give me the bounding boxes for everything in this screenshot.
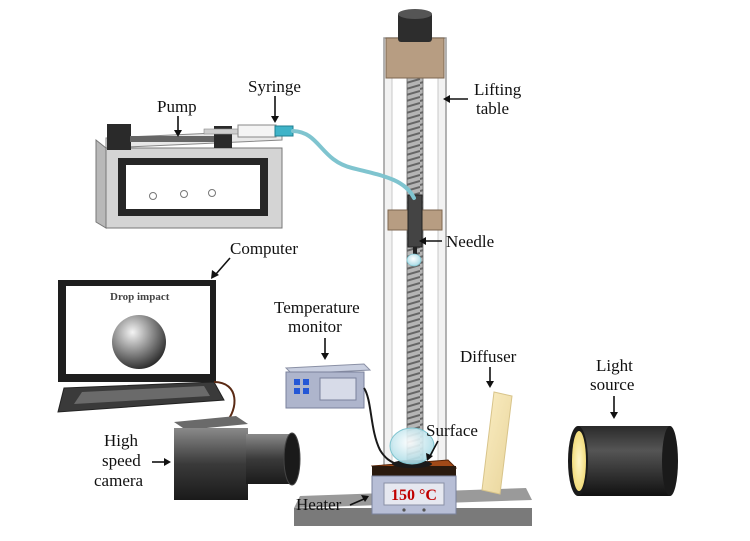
- label-light-source-1: Light: [596, 356, 633, 375]
- pump-button: [149, 192, 157, 200]
- label-needle: Needle: [446, 232, 494, 251]
- label-light-source-2: source: [590, 375, 634, 394]
- light-back: [662, 426, 678, 496]
- arrowhead-computer: [211, 270, 219, 279]
- label-surface: Surface: [426, 421, 478, 440]
- label-temperature-monitor-2: monitor: [288, 317, 342, 336]
- monitor-display: [319, 377, 357, 401]
- camera-body: [174, 428, 248, 500]
- monitor-button: [294, 388, 300, 394]
- light-body: [578, 426, 670, 496]
- high-speed-camera: [174, 416, 301, 500]
- syringe-pump: [95, 124, 283, 229]
- arrowhead-lifting-table: [443, 95, 450, 103]
- arrowhead-heater: [361, 495, 369, 502]
- pump-button: [180, 190, 188, 198]
- syringe-plunger: [203, 128, 243, 135]
- arrowhead-syringe: [271, 116, 279, 123]
- impacting-drop: [389, 427, 435, 465]
- heater-knob: [422, 508, 426, 512]
- label-high-speed-camera-3: camera: [94, 471, 144, 490]
- pump-button: [208, 189, 216, 197]
- label-syringe: Syringe: [248, 77, 301, 96]
- syringe-barrel: [237, 124, 277, 138]
- arrowhead-diffuser: [486, 381, 494, 388]
- laptop-computer: Drop impact: [57, 280, 225, 413]
- label-computer: Computer: [230, 239, 298, 258]
- arrowhead-surface: [426, 453, 433, 461]
- arrowhead-temperature-monitor: [321, 353, 329, 360]
- arrowhead-light-source: [610, 412, 618, 419]
- screen-drop-image: [112, 315, 166, 369]
- heater-display-panel: [383, 482, 445, 506]
- thermocouple-wire: [363, 387, 397, 465]
- diffuser: [481, 391, 513, 495]
- light-source: [568, 426, 678, 496]
- label-pump: Pump: [157, 97, 197, 116]
- needle-tip: [413, 247, 417, 255]
- arrowhead-high-speed-camera: [164, 458, 171, 466]
- light-lens: [572, 431, 586, 491]
- needle-assembly: [406, 194, 423, 267]
- motor-cap-top: [398, 9, 432, 19]
- arrowhead-needle: [419, 237, 426, 245]
- monitor-button: [303, 388, 309, 394]
- heater-plate: [372, 466, 456, 476]
- pump-rail: [130, 136, 220, 142]
- tubing: [291, 129, 416, 200]
- syringe-tip: [274, 125, 294, 137]
- monitor-button: [303, 379, 309, 385]
- pump-pusher-block: [107, 124, 131, 150]
- temperature-monitor: [284, 363, 372, 409]
- motor-cap: [398, 12, 432, 42]
- arrow-computer: [215, 257, 231, 275]
- label-diffuser: Diffuser: [460, 347, 517, 366]
- label-lifting-table-1: Lifting: [474, 80, 522, 99]
- top-block: [385, 37, 445, 79]
- label-high-speed-camera-2: speed: [102, 451, 141, 470]
- camera-top: [174, 416, 248, 430]
- label-heater: Heater: [296, 495, 342, 514]
- lifting-table: [383, 9, 447, 499]
- monitor-button: [294, 379, 300, 385]
- syringe: [203, 124, 294, 138]
- arrowhead-pump: [174, 130, 182, 137]
- heater-knob: [402, 508, 406, 512]
- pump-side: [95, 138, 107, 229]
- heater: 150 °C: [370, 459, 458, 515]
- base-front: [294, 508, 532, 526]
- lead-screw: [406, 77, 424, 464]
- screen-title: Drop impact: [110, 291, 170, 303]
- label-lifting-table-2: table: [476, 99, 509, 118]
- heater-temperature-readout: 150 °C: [391, 487, 437, 504]
- label-high-speed-camera-1: High: [104, 431, 139, 450]
- label-temperature-monitor-1: Temperature: [274, 298, 360, 317]
- arrow-heater: [349, 498, 365, 506]
- pump-panel: [126, 165, 260, 209]
- camera-lens-front: [283, 432, 301, 486]
- needle-holder: [407, 194, 423, 248]
- arrow-surface: [429, 440, 439, 457]
- falling-drop: [406, 253, 422, 267]
- laptop-keys: [74, 386, 210, 404]
